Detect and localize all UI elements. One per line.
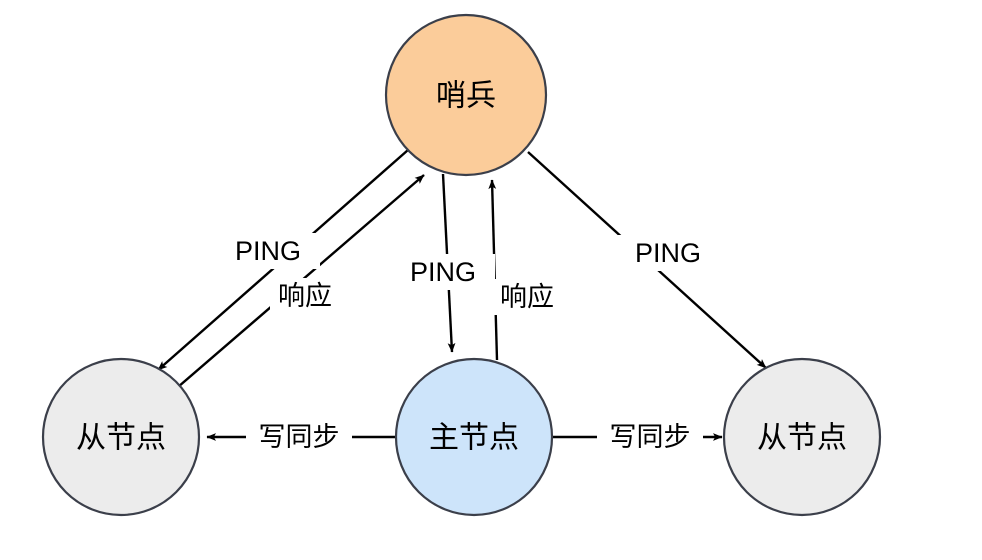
node-slave-left[interactable]: 从节点 <box>41 357 201 517</box>
edge-label-backdrop <box>492 279 562 315</box>
edge-label-ping-sentinel-to-slave-right: PING <box>616 235 720 271</box>
edge-label-backdrop <box>616 235 720 271</box>
edge-label-backdrop <box>270 278 340 314</box>
edge-label-ping-sentinel-to-slave-left: PING <box>216 233 320 269</box>
edge-label-writesync-master-to-slave-left: 写同步 <box>246 419 352 455</box>
edge-label-response-slave-left-to-sentinel: 响应 <box>270 278 340 314</box>
node-master[interactable]: 主节点 <box>394 357 554 517</box>
edge-label-backdrop <box>391 254 495 290</box>
edge-label-response-master-to-sentinel: 响应 <box>492 279 562 315</box>
node-sentinel-shape[interactable] <box>384 13 548 177</box>
edge-label-backdrop <box>246 419 352 455</box>
node-master-shape[interactable] <box>394 357 554 517</box>
edge-label-backdrop <box>597 419 703 455</box>
node-slave-left-shape[interactable] <box>41 357 201 517</box>
edge-label-backdrop <box>216 233 320 269</box>
node-sentinel[interactable]: 哨兵 <box>384 13 548 177</box>
edge-label-ping-sentinel-to-master: PING <box>391 254 495 290</box>
node-slave-right[interactable]: 从节点 <box>722 357 882 517</box>
node-slave-right-shape[interactable] <box>722 357 882 517</box>
edge-label-writesync-master-to-slave-right: 写同步 <box>597 419 703 455</box>
